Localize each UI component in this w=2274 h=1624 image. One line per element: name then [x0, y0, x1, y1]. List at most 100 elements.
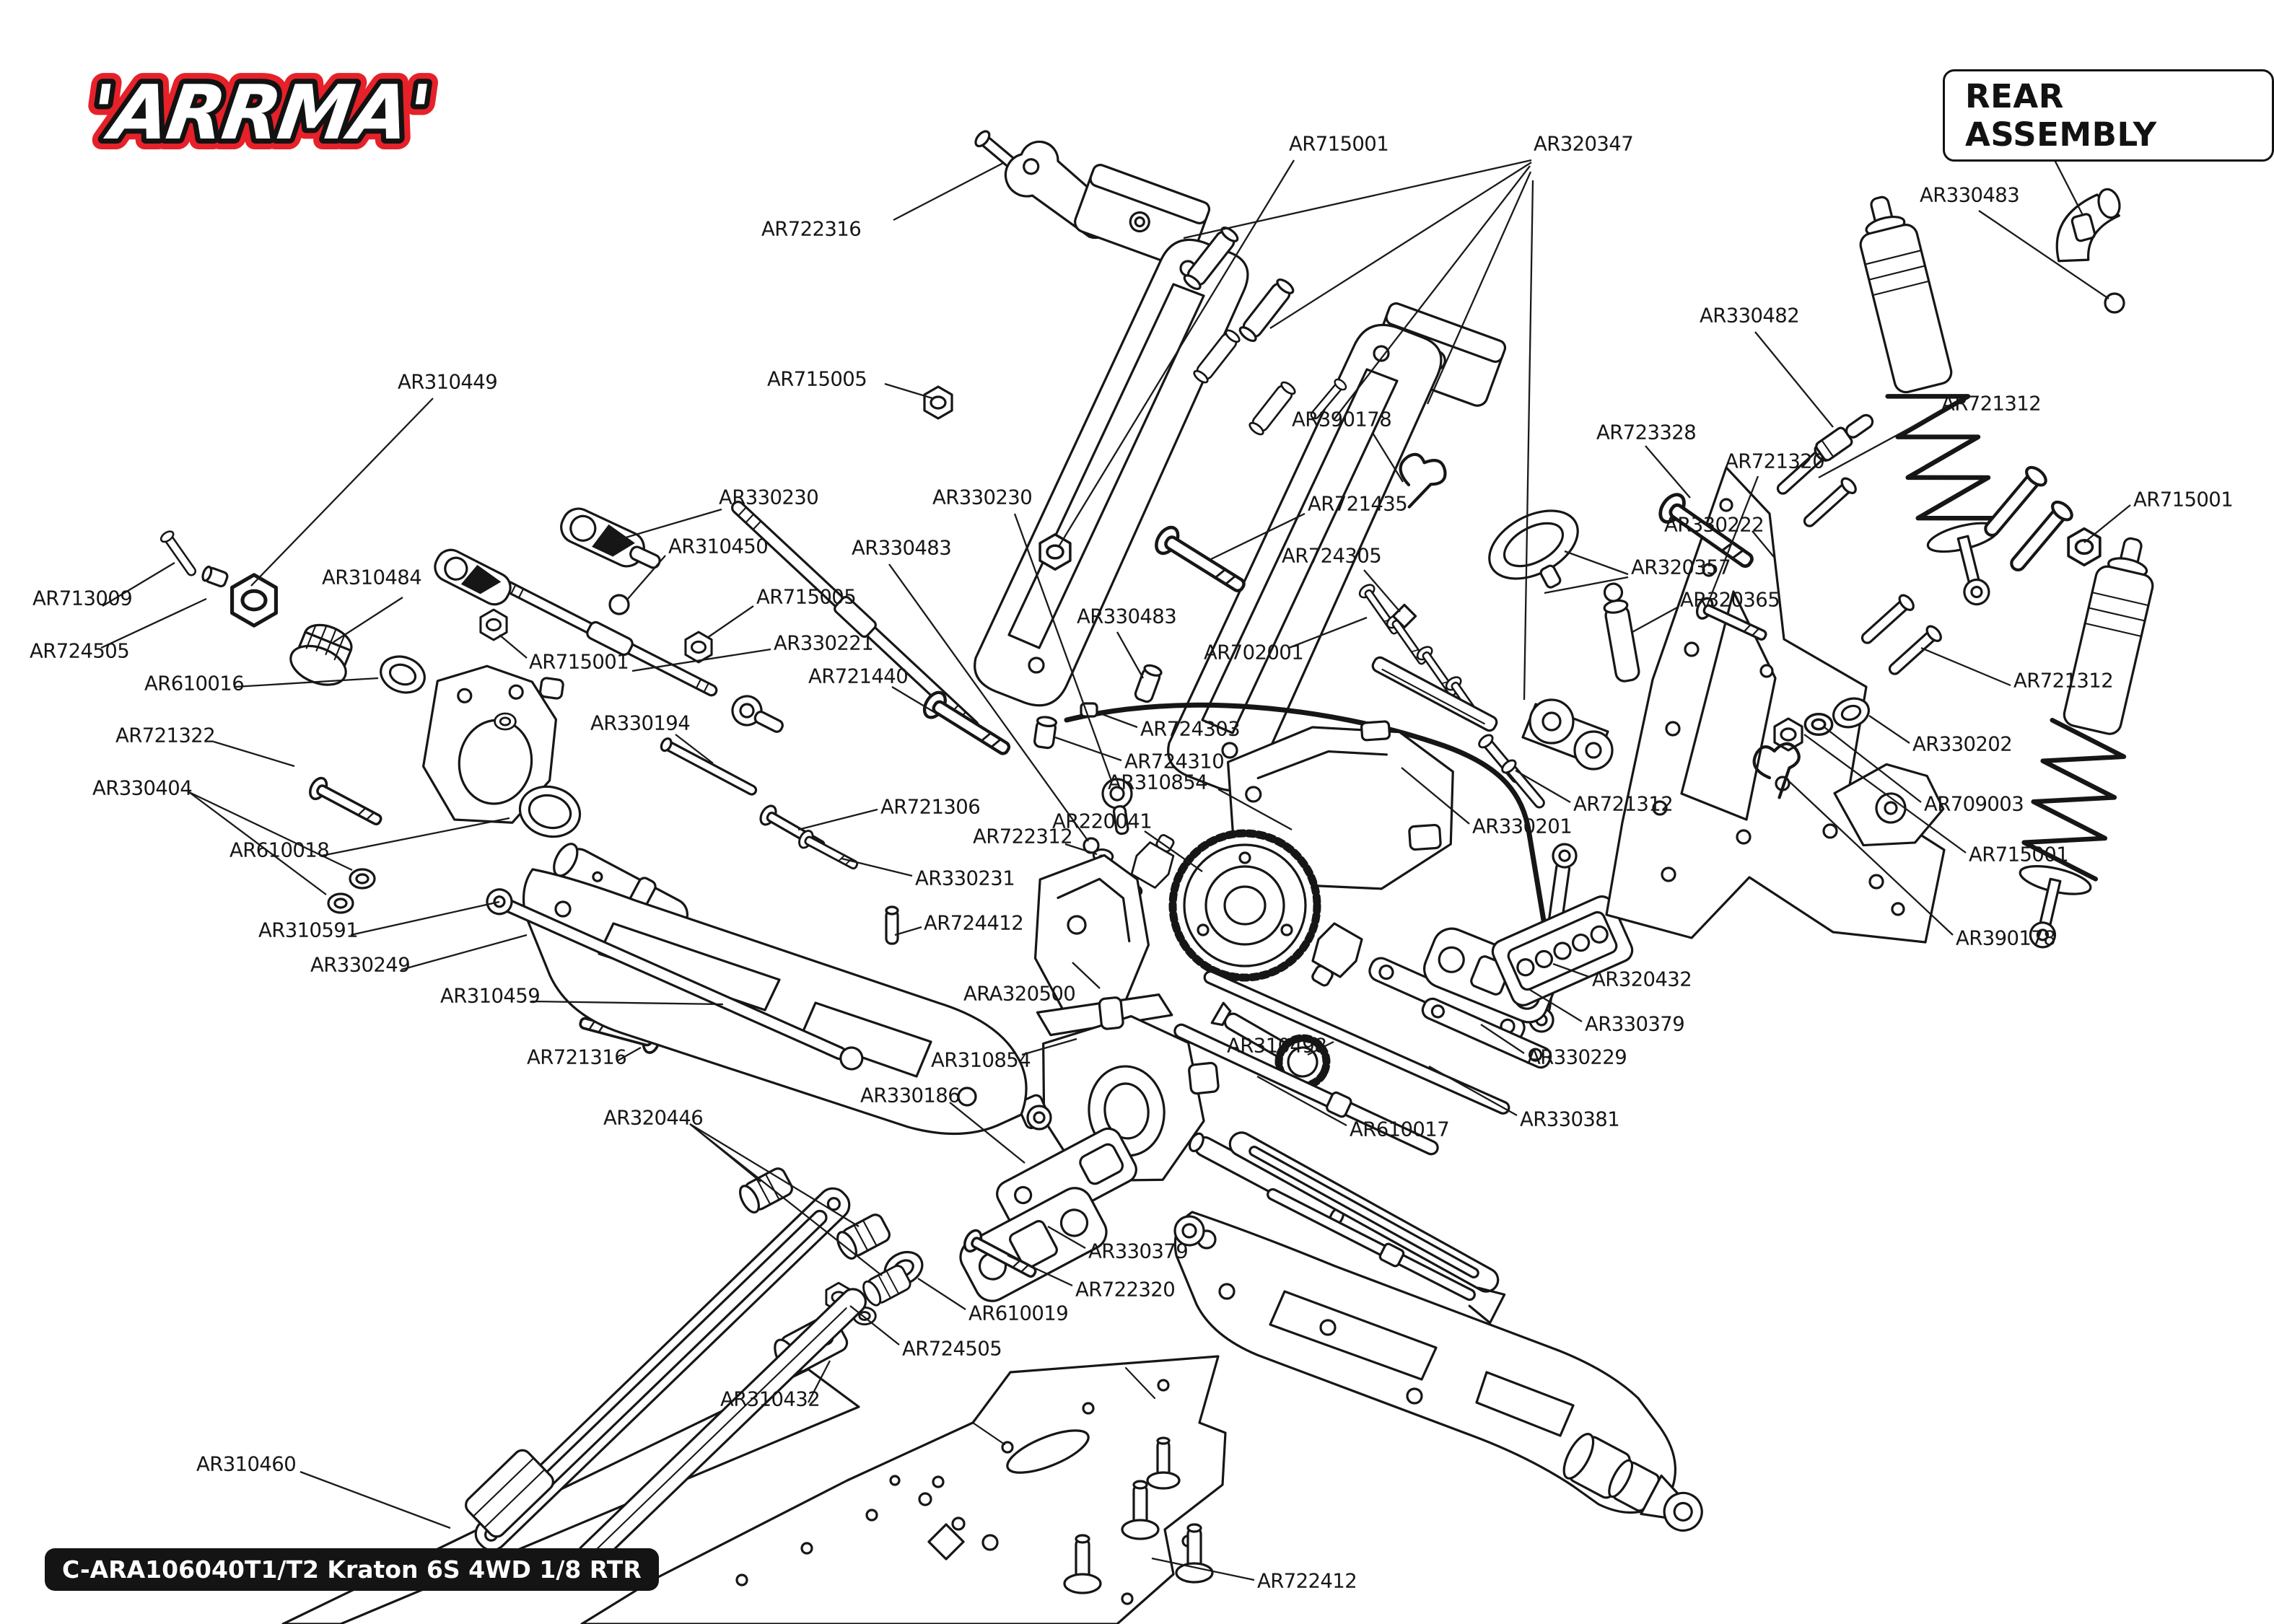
leader-line [627, 555, 666, 600]
kit-badge: C-ARA106040T1/T2 Kraton 6S 4WD 1/8 RTR [45, 1548, 659, 1591]
leader-line [1803, 734, 1967, 853]
part-label-AR310459: AR310459 [440, 984, 541, 1008]
leader-line [1372, 432, 1404, 483]
leader-line [1183, 159, 1532, 240]
part-label-AR310460: AR310460 [196, 1452, 297, 1476]
upper-brace-arms [923, 127, 1508, 792]
part-label-ARA320500: ARA320500 [963, 982, 1076, 1006]
leader-line [1144, 830, 1203, 872]
part-label-AR310854: AR310854 [931, 1048, 1031, 1072]
leader-line [617, 1046, 642, 1062]
leader-line [1706, 475, 1759, 605]
part-label-AR330229: AR330229 [1527, 1045, 1627, 1069]
part-label-AR320357: AR320357 [1631, 556, 1731, 579]
part-label-AR722320: AR722320 [1075, 1278, 1176, 1302]
leader-line [841, 857, 913, 877]
differential-cluster [885, 720, 1454, 1090]
part-label-AR724412: AR724412 [924, 911, 1024, 935]
leader-line [1269, 162, 1532, 329]
part-label-AR330381: AR330381 [1520, 1107, 1620, 1131]
leader-line [1116, 631, 1145, 679]
part-label-AR724505: AR724505 [902, 1337, 1002, 1361]
leader-line [401, 934, 528, 971]
part-label-AR310591: AR310591 [258, 918, 359, 942]
leader-line [1564, 550, 1629, 576]
part-label-AR713009: AR713009 [32, 587, 133, 610]
leader-line [675, 734, 714, 764]
leader-line [188, 791, 327, 895]
part-label-AR330483: AR330483 [852, 536, 952, 560]
leader-line [1868, 715, 1910, 744]
part-label-AR721316: AR721316 [527, 1045, 627, 1069]
part-label-AR330482: AR330482 [1700, 304, 1800, 328]
logo-outline-red: 'ARRMA' [84, 69, 434, 156]
leader-line [1920, 646, 2011, 687]
part-label-AR715001: AR715001 [529, 650, 629, 674]
part-label-AR330249: AR330249 [310, 953, 411, 977]
leader-line [1523, 180, 1534, 701]
part-label-AR709003: AR709003 [1924, 792, 2024, 816]
part-label-AR310854: AR310854 [1108, 771, 1208, 794]
leader-line [1363, 569, 1401, 613]
leader-line [1426, 171, 1532, 405]
leader-line [917, 1278, 966, 1310]
part-label-AR610019: AR610019 [968, 1302, 1069, 1325]
part-label-AR310449: AR310449 [398, 370, 498, 394]
leader-line [613, 508, 722, 543]
leader-line [530, 1000, 724, 1006]
part-label-AR330483: AR330483 [1920, 183, 2020, 207]
chassis-plate [281, 1187, 1227, 1624]
part-label-AR390178: AR390178 [1292, 408, 1392, 431]
leader-line [707, 605, 754, 638]
leader-line [2083, 504, 2131, 543]
leader-line [1401, 767, 1470, 825]
leader-line [1645, 445, 1691, 499]
leader-line [499, 634, 528, 659]
part-label-AR702001: AR702001 [1204, 641, 1304, 664]
leader-line [250, 398, 434, 587]
leader-line [894, 926, 922, 936]
part-label-AR721312: AR721312 [2013, 669, 2114, 693]
part-label-AR310498: AR310498 [1227, 1034, 1327, 1058]
leader-line [1054, 736, 1122, 762]
leader-line [1064, 843, 1098, 856]
leader-line [1059, 159, 1295, 546]
leader-line [1013, 513, 1113, 781]
part-label-AR330230: AR330230 [719, 486, 819, 509]
leader-line [884, 382, 933, 400]
part-label-AR320446: AR320446 [603, 1106, 704, 1130]
leader-line [1544, 576, 1629, 594]
leader-line [1632, 606, 1678, 633]
leader-line [888, 563, 1089, 842]
part-label-AR715005: AR715005 [767, 367, 867, 391]
leader-line [891, 686, 936, 714]
part-label-AR310450: AR310450 [668, 535, 769, 558]
leader-line [1021, 1037, 1077, 1056]
leader-line [1098, 711, 1138, 729]
part-label-AR330222: AR330222 [1664, 513, 1764, 537]
part-label-AR721312: AR721312 [1573, 792, 1674, 816]
leader-line [299, 1470, 451, 1529]
part-label-AR330379: AR330379 [1585, 1012, 1685, 1036]
part-label-AR721435: AR721435 [1308, 492, 1408, 516]
lower-arm-right [1173, 1131, 1703, 1532]
part-label-AR715005: AR715005 [756, 585, 857, 609]
leader-line [1752, 530, 1775, 558]
arrma-logo: 'ARRMA' 'ARRMA' 'ARRMA' [74, 58, 445, 167]
shock-absorbers [1751, 187, 2172, 956]
leader-line [1256, 1075, 1347, 1127]
leader-line [1515, 770, 1571, 803]
part-label-AR220041: AR220041 [1052, 809, 1153, 833]
part-label-AR721440: AR721440 [808, 664, 909, 688]
leader-line [1754, 331, 1834, 428]
leader-line [1978, 210, 2109, 299]
part-label-AR330404: AR330404 [92, 776, 193, 800]
leader-line [1333, 165, 1531, 421]
part-label-AR330186: AR330186 [860, 1084, 961, 1107]
part-label-AR320432: AR320432 [1592, 967, 1692, 991]
leader-line [1007, 1254, 1073, 1287]
leader-line [350, 900, 500, 936]
